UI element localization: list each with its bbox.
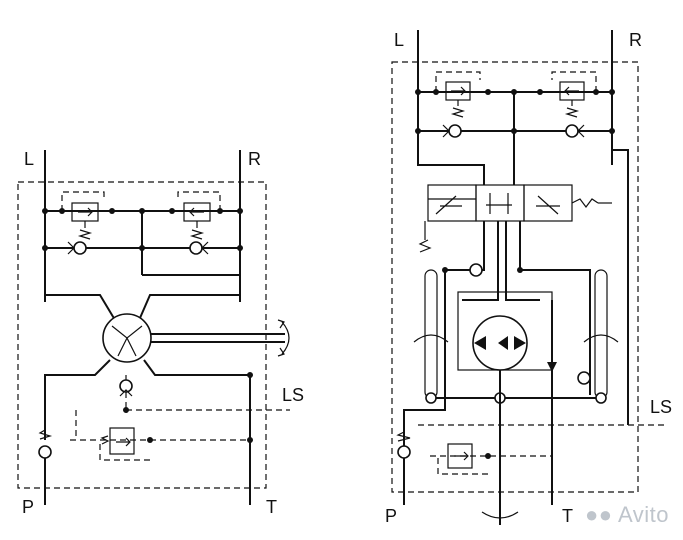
relief-valve-1 bbox=[61, 191, 105, 240]
right-boundary bbox=[391, 61, 639, 493]
left-compensator bbox=[99, 427, 153, 461]
right-label-LS: LS bbox=[650, 397, 672, 417]
left-label-LS: LS bbox=[282, 385, 304, 405]
relief-valve-2 bbox=[177, 191, 221, 240]
left-label-P: P bbox=[22, 497, 34, 517]
right-compensator bbox=[437, 443, 491, 475]
right-label-R: R bbox=[629, 30, 642, 50]
right-label-T: T bbox=[562, 506, 573, 526]
avito-watermark: ●● Avito bbox=[585, 502, 669, 527]
left-label-T: T bbox=[266, 497, 277, 517]
left-label-L: L bbox=[24, 149, 34, 169]
right-circuit: LS L R P T bbox=[385, 30, 672, 526]
left-p-check bbox=[38, 445, 52, 459]
check-valve-2 bbox=[189, 241, 203, 255]
right-relief-valve-2 bbox=[551, 71, 597, 118]
directional-valve bbox=[427, 184, 612, 222]
left-label-R: R bbox=[248, 149, 261, 169]
avito-logo-icon: ●● bbox=[585, 502, 613, 527]
right-label-P: P bbox=[385, 506, 397, 526]
right-label-L: L bbox=[394, 30, 404, 50]
right-relief-valve-1 bbox=[435, 71, 481, 118]
left-circuit: LS L R P T bbox=[17, 149, 304, 517]
check-valve-1 bbox=[73, 241, 87, 255]
